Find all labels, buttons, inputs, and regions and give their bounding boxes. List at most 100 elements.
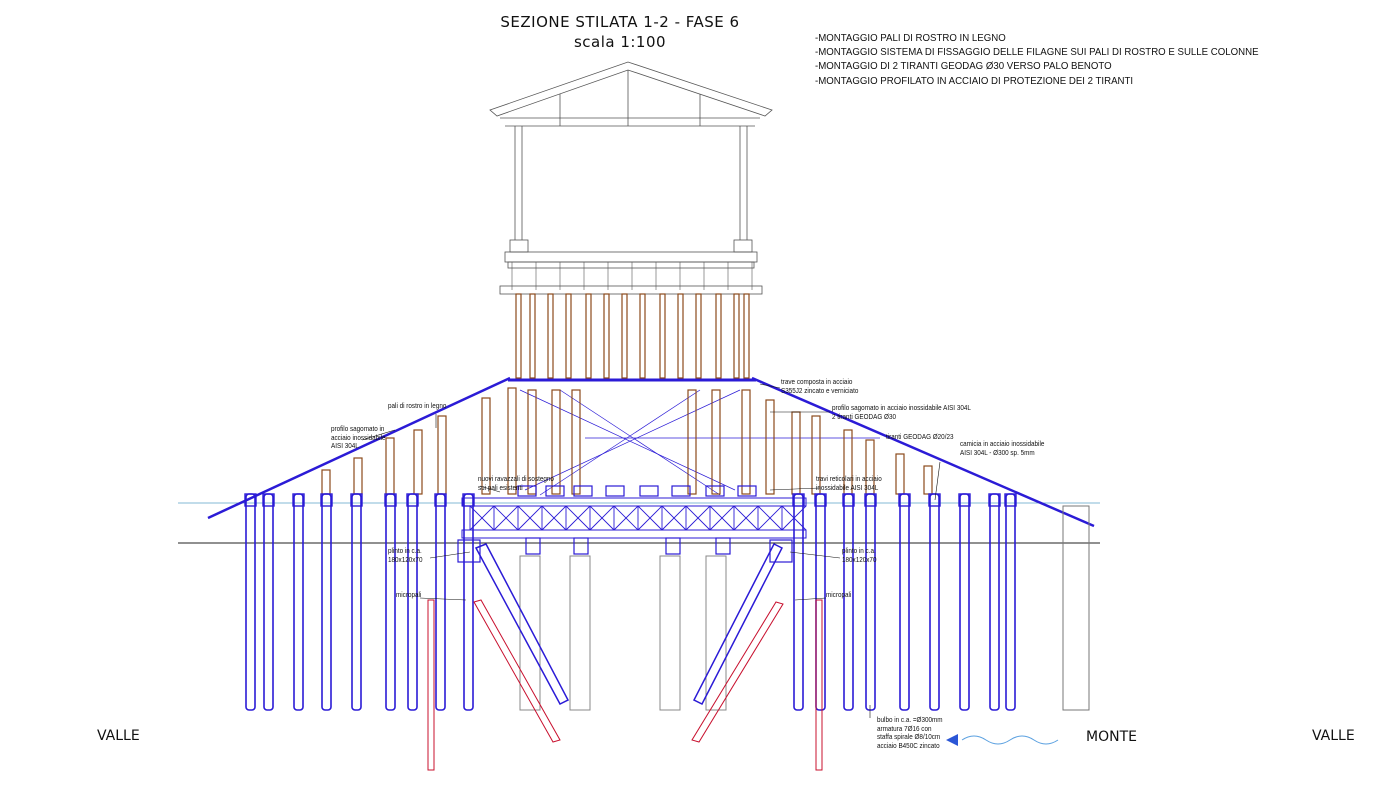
note-item: -MONTAGGIO PALI DI ROSTRO IN LEGNO [815,32,1006,44]
pile [321,493,332,711]
pile-seat [671,485,691,497]
side-label-right: VALLE [1312,728,1355,744]
micropiles [427,599,823,771]
timber-post [743,293,750,379]
truss-member [541,505,567,531]
label-nuovi-ravazzali: nuovi ravazzali di sostegno sui pali esi… [478,474,554,492]
truss-member [613,505,639,531]
timber-post [321,469,331,495]
timber-post [715,293,722,379]
pile-cap [320,493,333,507]
pile [385,493,396,711]
label-camicia: camicia in acciaio inossidabile AISI 304… [960,439,1045,457]
truss-member [493,505,519,531]
timber-post [791,411,801,495]
truss-member [757,505,783,531]
timber-post [695,293,702,379]
pile [407,493,418,711]
label-tiranti: tiranti GEODAG Ø20/23 [886,432,954,441]
pile-cap [406,493,419,507]
pile-cap [462,493,475,507]
tie-rods [519,389,880,496]
timber-post [565,293,572,379]
pile [899,493,910,711]
notes-list: -MONTAGGIO PALI DI ROSTRO IN LEGNO -MONT… [815,31,1259,88]
existing-pile [569,555,591,711]
pavilion-roof [489,61,773,295]
pile [463,493,474,711]
pile [435,493,446,711]
label-bulbo: bulbo in c.a. =Ø300mm armatura 7Ø16 con … [877,715,943,750]
title-line-1: SEZIONE STILATA 1-2 - FASE 6 [500,13,740,31]
timber-post [639,293,646,379]
right-slope [751,376,1095,528]
existing-pile [519,555,541,711]
pile [1005,493,1016,711]
pile [245,493,256,711]
plinth [525,537,541,555]
pile [959,493,970,711]
timber-post [551,389,561,495]
pile [865,493,876,711]
truss-member [637,505,663,531]
steel-truss [461,497,807,539]
timber-post [711,389,721,495]
title-line-2: scala 1:100 [573,33,667,51]
pile-cap [898,493,911,507]
label-micropali-left: micropali [396,590,422,599]
pavilion-grid [511,262,753,290]
truss-member [517,505,543,531]
pile [351,493,362,711]
pile-cap [792,493,805,507]
pile [263,493,274,711]
foundation-piles [244,485,1017,711]
plinth [665,537,681,555]
timber-post [353,457,363,495]
pile-cap [384,493,397,507]
timber-post [529,293,536,379]
pile-cap [434,493,447,507]
note-item: -MONTAGGIO SISTEMA DI FISSAGGIO DELLE FI… [815,46,1259,59]
existing-piles [457,537,793,711]
pile-cap [842,493,855,507]
pile-cap [350,493,363,507]
timber-post [547,293,554,379]
pile-seat [639,485,659,497]
pile [815,493,826,711]
timber-post [687,389,697,495]
timber-post [603,293,610,379]
truss-member [709,505,735,531]
truss-member [565,505,591,531]
timber-post [385,437,395,495]
existing-pile [659,555,681,711]
pile-seat [605,485,625,497]
drawing-title: SEZIONE STILATA 1-2 - FASE 6 scala 1:100 [470,12,770,52]
timber-post [571,389,581,495]
timber-post [741,389,751,495]
timber-post [515,293,522,379]
plinth [457,539,481,563]
pile-cap [988,493,1001,507]
label-profilo-sagomato-left: profilo sagomato in acciaio inossidabile… [331,424,386,451]
pile-cap [864,493,877,507]
note-item: -MONTAGGIO PROFILATO IN ACCIAIO DI PROTE… [815,74,1134,87]
truss-member [661,505,687,531]
pile-cap [244,493,257,507]
pile-cap [1004,493,1017,507]
timber-post [895,453,905,495]
pile-seat [737,485,757,497]
timber-posts [321,293,933,495]
truss-member [685,505,711,531]
label-profilo-sagomato-right: profilo sagomato in acciaio inossidabile… [832,403,971,421]
pile-cap [814,493,827,507]
truss-member [733,505,759,531]
pile-seat [545,485,565,497]
pile-seat [517,485,537,497]
timber-post [621,293,628,379]
timber-post [527,389,537,495]
label-travi-reticolari: travi reticolari in acciaio inossidabile… [816,474,882,492]
pile-cap [958,493,971,507]
side-label-left: VALLE [97,728,140,744]
plinth [573,537,589,555]
